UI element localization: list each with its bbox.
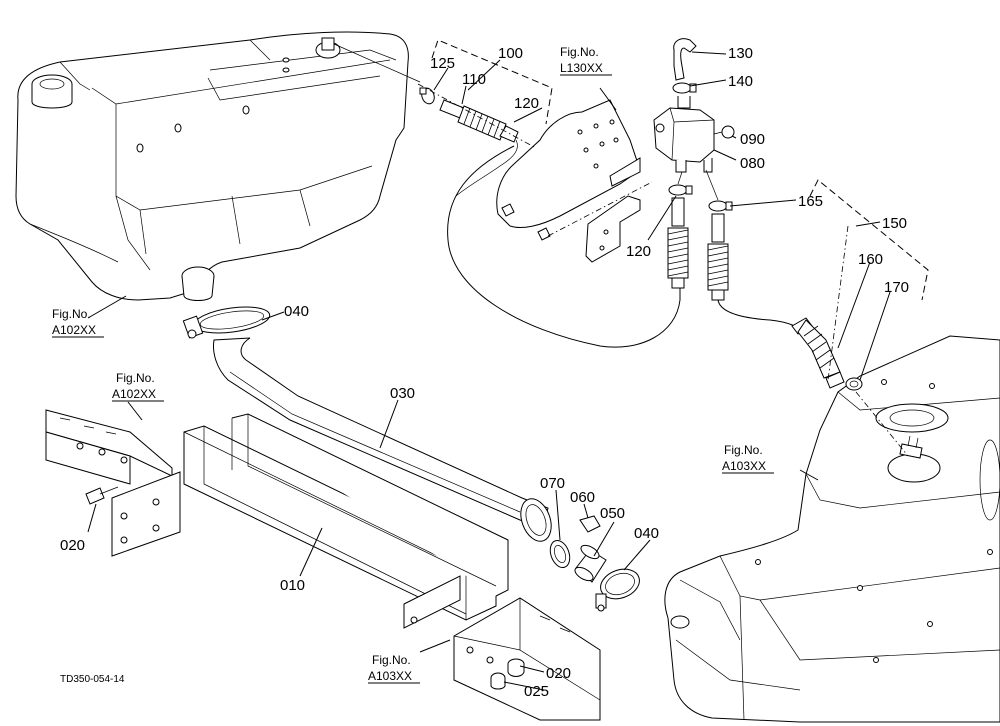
label-090: 090	[740, 131, 765, 148]
label-140: 140	[728, 73, 753, 90]
ref-a102-tank-line1: Fig.No.	[52, 307, 91, 321]
fitting-050	[574, 544, 607, 583]
screw-090	[713, 125, 735, 139]
clip-060	[579, 515, 601, 533]
bolt-020-right	[507, 658, 525, 677]
right-hose-centerline	[827, 225, 909, 457]
fuel-hose-030	[213, 337, 552, 542]
label-010: 010	[280, 577, 305, 594]
label-060: 060	[570, 489, 595, 506]
ref-a102-rail-line1: Fig.No.	[116, 371, 155, 385]
label-030: 030	[390, 385, 415, 402]
drawing-code: TD350-054-14	[60, 674, 125, 685]
label-165: 165	[798, 193, 823, 210]
filter-bracket-plate	[496, 99, 641, 263]
group-frame-100	[431, 39, 553, 125]
hose-130	[673, 38, 697, 81]
hose-110	[439, 99, 519, 143]
fuel-line-feed	[717, 299, 805, 333]
bracket-centerline	[547, 181, 653, 237]
right-fuel-tank	[664, 335, 1000, 723]
bolt-020-left	[85, 486, 119, 505]
label-050: 050	[600, 505, 625, 522]
figure-references: Fig.No. L130XX Fig.No. A102XX Fig.No. A1…	[52, 45, 774, 684]
label-070: 070	[540, 475, 565, 492]
clamp-125	[419, 87, 435, 105]
label-125: 125	[430, 55, 455, 72]
ref-l130-line1: Fig.No.	[560, 45, 599, 59]
upper-hose-clamp	[182, 306, 271, 339]
ref-l130-line2: L130XX	[560, 61, 603, 75]
label-110: 110	[462, 71, 486, 88]
label-120-left: 120	[626, 243, 651, 260]
label-160: 160	[858, 251, 883, 268]
fuel-line-return	[447, 145, 681, 348]
ref-a103-tank-line1: Fig.No.	[724, 443, 763, 457]
hose-right-from-filter	[707, 213, 729, 301]
label-170: 170	[884, 279, 909, 296]
group-frame-150	[809, 179, 929, 301]
label-040-lower: 040	[634, 525, 659, 542]
clamp-170	[845, 377, 863, 391]
ref-a102-rail-line2: A102XX	[112, 387, 156, 401]
label-150: 150	[882, 215, 907, 232]
clamp-140	[672, 82, 697, 94]
label-100: 100	[498, 45, 523, 62]
frame-bracket-010	[111, 413, 509, 629]
ref-a102-tank-line2: A102XX	[52, 323, 96, 337]
clamp-120-left	[668, 184, 693, 196]
label-120-upper: 120	[514, 95, 539, 112]
clamp-165	[708, 200, 733, 212]
ref-a103-rail-line1: Fig.No.	[372, 653, 411, 667]
label-130: 130	[728, 45, 753, 62]
line-to-filter-right	[705, 169, 719, 201]
fuel-filter-080	[653, 96, 715, 173]
ref-a103-rail-line2: A103XX	[368, 669, 412, 683]
hose-left-from-filter	[667, 197, 689, 289]
label-040-upper: 040	[284, 303, 309, 320]
lower-hose-clamp-040	[595, 568, 640, 612]
leader-lines	[87, 51, 891, 691]
label-020-left: 020	[60, 537, 85, 554]
label-080: 080	[740, 155, 765, 172]
hose-160	[791, 317, 845, 389]
left-frame-rail	[45, 409, 173, 485]
ref-a103-tank-line2: A103XX	[722, 459, 766, 473]
line-to-filter-left	[677, 171, 683, 185]
part-labels: 100 125 110 120 130 140 090 080 165 150 …	[60, 45, 909, 700]
label-025: 025	[524, 683, 549, 700]
right-frame-rail	[453, 597, 601, 721]
leader-upper-hose	[455, 139, 518, 197]
nut-025	[490, 672, 506, 690]
ring-070	[549, 539, 571, 569]
label-020-right: 020	[546, 665, 571, 682]
upper-hose-centerline	[417, 83, 537, 149]
left-fuel-tank	[15, 31, 421, 301]
